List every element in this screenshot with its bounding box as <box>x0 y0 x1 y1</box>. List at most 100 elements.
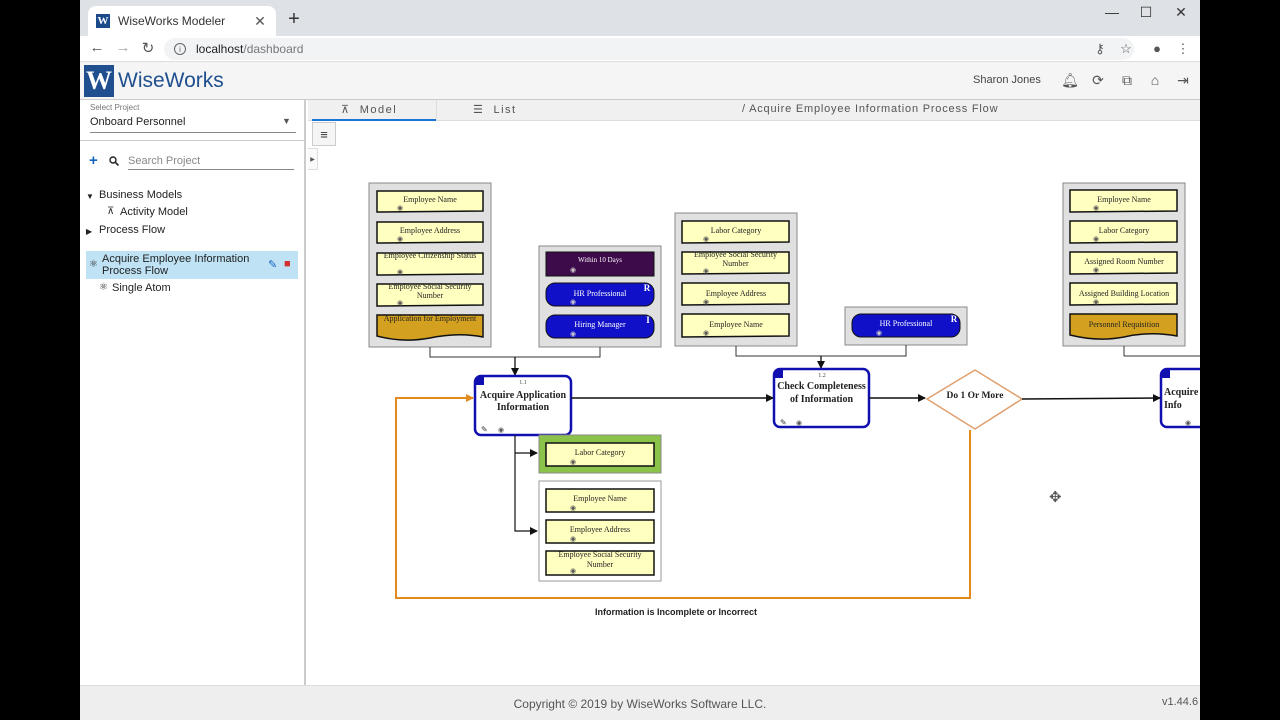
entity-card[interactable]: Employee Social Security Number ◉ <box>376 282 484 307</box>
entity-card[interactable]: Employee Address ◉ <box>545 519 655 544</box>
tree-process-flow[interactable]: Process Flow <box>99 224 166 236</box>
entity-card[interactable]: Employee Name ◉ <box>681 313 790 338</box>
connector-line <box>735 345 907 357</box>
eye-icon: ◉ <box>397 268 403 276</box>
browser-tab[interactable]: W WiseWorks Modeler ✕ <box>88 6 276 36</box>
logout-icon[interactable]: ⇥ <box>1177 72 1189 88</box>
close-tab-icon[interactable]: ✕ <box>254 12 266 29</box>
version-text: v1.44.6 <box>1162 696 1199 708</box>
profile-icon[interactable]: ● <box>1153 41 1161 56</box>
entity-card[interactable]: Employee Social Security Number ◉ <box>681 250 790 275</box>
entity-card[interactable]: Labor Category ◉ <box>681 220 790 244</box>
tree-business-models[interactable]: Business Models <box>99 189 183 201</box>
url-host: localhost <box>196 42 244 56</box>
app-header: W WiseWorks Sharon Jones 🔔︎ ⟳ ⧉ ⌂ ⇥ <box>80 62 1200 100</box>
bell-icon[interactable]: 🔔︎ <box>1061 72 1079 88</box>
activity-title: Acquire Application Information <box>479 390 567 413</box>
entity-label: Employee Social Security Number <box>558 550 642 569</box>
atom-icon: ⚛ <box>89 259 98 270</box>
entity-label: Employee Name <box>573 494 627 503</box>
move-cursor-icon: ✥ <box>1049 489 1062 506</box>
connector-line <box>429 347 601 358</box>
eye-icon: ◉ <box>703 235 709 243</box>
key-icon[interactable]: ⚷ <box>1095 41 1105 56</box>
reload-icon[interactable]: ↻ <box>141 40 155 57</box>
tree-item-selected[interactable]: ⚛ Acquire Employee Information Process F… <box>86 251 298 279</box>
tree-activity-model[interactable]: Activity Model <box>120 206 188 218</box>
entity-label: Employee Name <box>709 320 763 329</box>
eye-icon: ◉ <box>1185 419 1191 427</box>
caret-down-icon[interactable]: ▼ <box>282 116 291 126</box>
pencil-icon[interactable]: ✎ <box>780 418 787 427</box>
hamburger-menu-icon[interactable]: ≡ <box>312 122 336 146</box>
decision-node[interactable]: Do 1 Or More <box>925 369 1024 430</box>
edit-icon[interactable]: ✎ <box>268 259 278 271</box>
expand-panel-icon[interactable]: ▶ <box>308 148 318 170</box>
tab-model[interactable]: ⊼ Model <box>341 103 397 116</box>
project-select-underline <box>90 132 296 133</box>
entity-card[interactable]: Employee Name ◉ <box>376 190 484 213</box>
tab-separator <box>436 100 437 121</box>
tree-single-atom[interactable]: Single Atom <box>112 282 171 294</box>
active-tab-indicator <box>312 119 436 121</box>
document-card[interactable]: Application for Employment <box>376 314 484 341</box>
info-icon[interactable]: i <box>174 43 186 55</box>
tab-list-label: List <box>493 104 517 116</box>
expand-caret-icon[interactable]: ▼ <box>86 192 94 201</box>
new-tab-icon[interactable]: + <box>288 8 300 30</box>
output-arrow <box>514 435 538 535</box>
pencil-icon[interactable]: ✎ <box>481 425 488 434</box>
project-select[interactable]: Onboard Personnel <box>90 116 186 128</box>
entity-card[interactable]: Labor Category ◉ <box>1069 220 1178 244</box>
role-badge: R <box>644 283 651 293</box>
maximize-icon[interactable]: ☐ <box>1139 4 1153 20</box>
process-flow-canvas[interactable]: Employee Name ◉ Employee Address ◉ Emplo… <box>308 100 1200 685</box>
entity-card[interactable]: Employee Address ◉ <box>681 282 790 306</box>
forward-icon[interactable]: → <box>115 39 131 56</box>
entity-label: Employee Address <box>706 289 766 298</box>
delete-icon[interactable]: ■ <box>284 258 291 270</box>
url-field[interactable]: i localhost /dashboard <box>164 38 1134 60</box>
time-card[interactable]: Within 10 Days ◉ <box>545 251 655 277</box>
entity-card[interactable]: Assigned Building Location ◉ <box>1069 282 1178 306</box>
role-card[interactable]: Hiring Manager I ◉ <box>545 314 655 339</box>
minimize-icon[interactable]: — <box>1105 4 1119 20</box>
menu-dots-icon[interactable]: ⋮ <box>1176 41 1190 56</box>
activity-node[interactable]: Acquire Info ◉ <box>1159 367 1200 429</box>
entity-card[interactable]: Labor Category ◉ <box>545 442 655 467</box>
entity-label: Employee Name <box>1097 195 1151 204</box>
user-name[interactable]: Sharon Jones <box>973 74 1041 86</box>
document-label: Application for Employment <box>383 314 477 323</box>
eye-icon: ◉ <box>397 204 403 212</box>
home-icon[interactable]: ⌂ <box>1150 72 1160 88</box>
activity-node[interactable]: 1.1 Acquire Application Information ✎ ◉ <box>473 374 573 437</box>
eye-icon: ◉ <box>703 298 709 306</box>
sidebar: Select Project Onboard Personnel ▼ + ▼ B… <box>80 100 306 685</box>
eye-icon: ◉ <box>1093 235 1099 243</box>
entity-card[interactable]: Employee Name ◉ <box>1069 189 1178 213</box>
close-window-icon[interactable]: ✕ <box>1175 4 1187 20</box>
sync-icon[interactable]: ⟳ <box>1092 72 1104 88</box>
entity-card[interactable]: Employee Name ◉ <box>545 488 655 513</box>
tab-title: WiseWorks Modeler <box>118 14 226 28</box>
back-icon[interactable]: ← <box>89 39 105 56</box>
eye-icon: ◉ <box>570 330 576 338</box>
url-path: /dashboard <box>243 42 304 56</box>
entity-card[interactable]: Employee Citizenship Status ◉ <box>376 251 484 276</box>
document-card[interactable]: Personnel Requisition <box>1069 313 1178 340</box>
collapse-caret-icon[interactable]: ▶ <box>86 227 93 236</box>
entity-card[interactable]: Employee Address ◉ <box>376 221 484 244</box>
role-label: Hiring Manager <box>574 320 626 329</box>
sidebar-divider <box>80 140 304 141</box>
role-card[interactable]: HR Professional R ◉ <box>851 313 961 338</box>
tab-list[interactable]: ☰ List <box>473 103 517 116</box>
export-icon[interactable]: ⧉ <box>1122 72 1132 88</box>
entity-card[interactable]: Assigned Room Number ◉ <box>1069 251 1178 275</box>
activity-node[interactable]: 1.2 Check Completeness of Information ✎ … <box>772 367 871 429</box>
star-icon[interactable]: ☆ <box>1120 41 1132 56</box>
role-card[interactable]: HR Professional R ◉ <box>545 282 655 307</box>
search-input[interactable] <box>128 155 294 170</box>
entity-card[interactable]: Employee Social Security Number ◉ <box>545 550 655 576</box>
eye-icon: ◉ <box>570 266 576 274</box>
add-icon[interactable]: + <box>89 152 98 169</box>
